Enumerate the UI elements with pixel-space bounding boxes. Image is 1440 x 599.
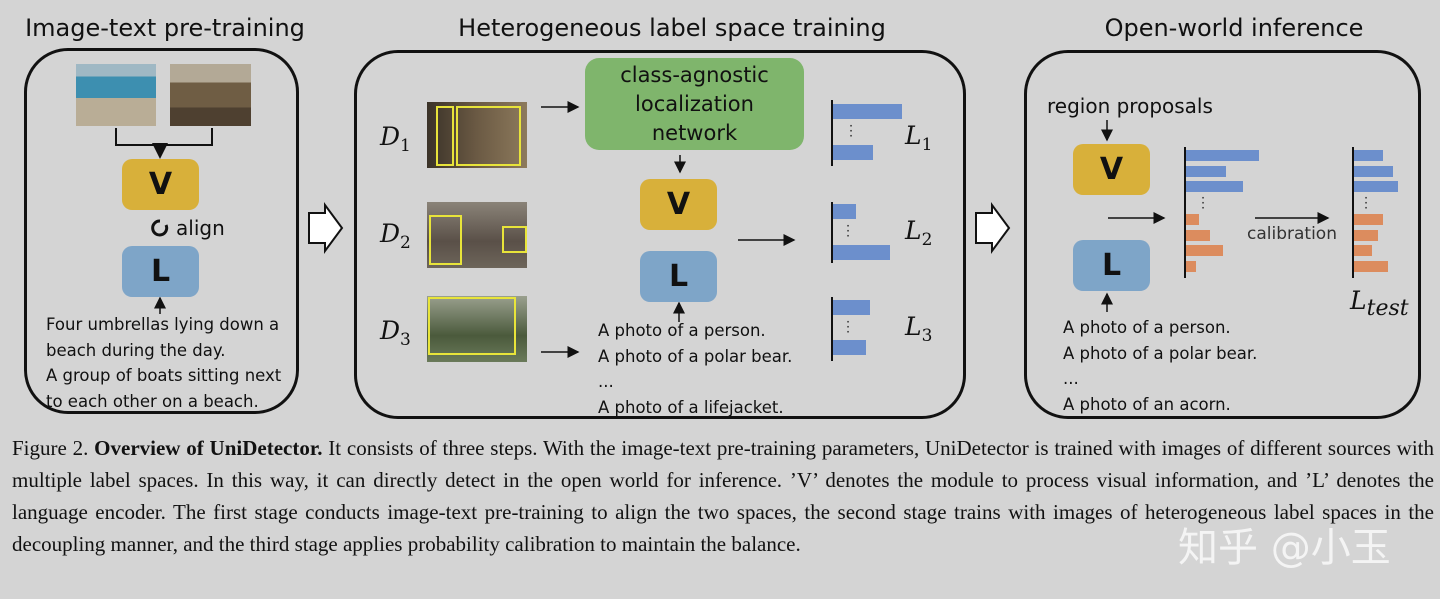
d-symbol: D <box>380 316 401 345</box>
prompt-line: ... <box>598 372 614 391</box>
base-bar <box>1354 150 1383 161</box>
prompt-line: A photo of an acorn. <box>1063 394 1231 414</box>
visual-module: V <box>640 179 717 230</box>
score-bar <box>833 300 870 315</box>
stage1-title: Image-text pre-training <box>25 14 305 42</box>
l-sub: 2 <box>921 230 933 250</box>
ellipsis: ··· <box>849 119 853 143</box>
localization-network: class-agnostic localization network <box>585 58 804 150</box>
novel-bar <box>1354 230 1378 241</box>
tree-photo <box>427 296 527 362</box>
l-symbol: L <box>905 121 922 150</box>
stage2-title: Heterogeneous label space training <box>458 14 886 42</box>
stage1-panel <box>24 48 299 414</box>
novel-bar <box>1354 245 1372 256</box>
figure-caption: Figure 2. Overview of UniDetector. It co… <box>12 432 1434 560</box>
ellipsis: ··· <box>1364 191 1368 215</box>
align-label: align <box>176 216 225 240</box>
loss-3: L3 <box>905 312 932 346</box>
loss-test: Ltest <box>1350 286 1409 321</box>
prompt-line: ... <box>1063 369 1079 388</box>
prompt-line: A photo of a person. <box>1063 318 1231 337</box>
bar-axis <box>831 297 833 361</box>
novel-bar <box>1186 245 1223 256</box>
calibration-label: calibration <box>1247 224 1337 244</box>
novel-bar <box>1354 214 1383 225</box>
score-bar <box>833 340 866 355</box>
caption-line: Four umbrellas lying down a <box>46 315 280 334</box>
loc-line: class-agnostic <box>620 63 769 87</box>
prompt-line: A photo of a person. <box>598 321 766 340</box>
stage3-title: Open-world inference <box>1104 14 1364 42</box>
gym-photo <box>427 202 527 268</box>
caption-bold: Overview of UniDetector. <box>94 436 323 460</box>
caption-line: A group of boats sitting next <box>46 366 282 385</box>
score-bar <box>833 104 902 119</box>
language-module: L <box>640 251 717 302</box>
loc-line: network <box>651 121 738 145</box>
umbrella-photo <box>76 64 156 126</box>
score-bar <box>833 145 873 160</box>
l-sub: 1 <box>921 135 933 155</box>
d-sub: 2 <box>400 233 411 253</box>
caption-line: to each other on a beach. <box>46 391 259 411</box>
prompt-line: A photo of a lifejacket. <box>598 397 784 417</box>
novel-bar <box>1354 261 1388 272</box>
base-bar <box>1186 150 1259 161</box>
base-bar <box>1354 166 1393 177</box>
l-symbol: L <box>905 312 922 341</box>
dataset-3-label: D3 <box>380 316 411 350</box>
l-sub: test <box>1366 296 1409 321</box>
loc-line: localization <box>635 92 754 116</box>
stage2-panel <box>354 50 966 419</box>
loss-1: L1 <box>905 121 932 155</box>
d-symbol: D <box>380 219 401 248</box>
dataset-2-label: D2 <box>380 219 411 253</box>
d-sub: 3 <box>400 330 411 350</box>
d-symbol: D <box>380 122 401 151</box>
ellipsis: ··· <box>846 315 850 339</box>
stage3-panel <box>1024 50 1421 419</box>
base-bar <box>1186 166 1226 177</box>
language-module: L <box>122 246 199 297</box>
watermark: 知乎 @小玉 <box>1178 525 1391 571</box>
prompt-line: A photo of a polar bear. <box>598 346 793 366</box>
ellipsis: ··· <box>1201 191 1205 215</box>
novel-bar <box>1186 214 1199 225</box>
training-prompts: A photo of a person. A photo of a polar … <box>598 318 792 420</box>
l-sub: 3 <box>921 326 933 346</box>
caption-line: beach during the day. <box>46 340 226 360</box>
novel-bar <box>1186 230 1210 241</box>
inference-prompts: A photo of a person. A photo of a polar … <box>1063 315 1257 417</box>
visual-module: V <box>122 159 199 210</box>
bar-axis <box>831 100 833 166</box>
caption-body: It consists of three steps. With the ima… <box>12 436 1435 556</box>
bar-axis <box>831 202 833 263</box>
pretrain-captions: Four umbrellas lying down a beach during… <box>46 312 281 414</box>
loss-2: L2 <box>905 216 932 250</box>
score-bar <box>833 245 890 260</box>
align-cycle-icon <box>151 219 169 237</box>
novel-bar <box>1186 261 1196 272</box>
boats-photo <box>170 64 251 126</box>
l-symbol: L <box>905 216 922 245</box>
l-symbol: L <box>1350 286 1367 315</box>
language-module: L <box>1073 240 1150 291</box>
giraffe-photo <box>427 102 527 168</box>
d-sub: 1 <box>400 136 411 156</box>
caption-prefix: Figure 2. <box>12 436 95 460</box>
visual-module: V <box>1073 144 1150 195</box>
base-bar <box>1186 181 1243 192</box>
prompt-line: A photo of a polar bear. <box>1063 343 1258 363</box>
score-bar <box>833 204 856 219</box>
ellipsis: ··· <box>846 219 850 243</box>
bar-axis <box>1352 147 1354 278</box>
arrows-layer <box>115 101 1330 358</box>
bar-axis <box>1184 147 1186 278</box>
base-bar <box>1354 181 1398 192</box>
dataset-1-label: D1 <box>380 122 411 156</box>
region-proposals-label: region proposals <box>1047 94 1213 118</box>
